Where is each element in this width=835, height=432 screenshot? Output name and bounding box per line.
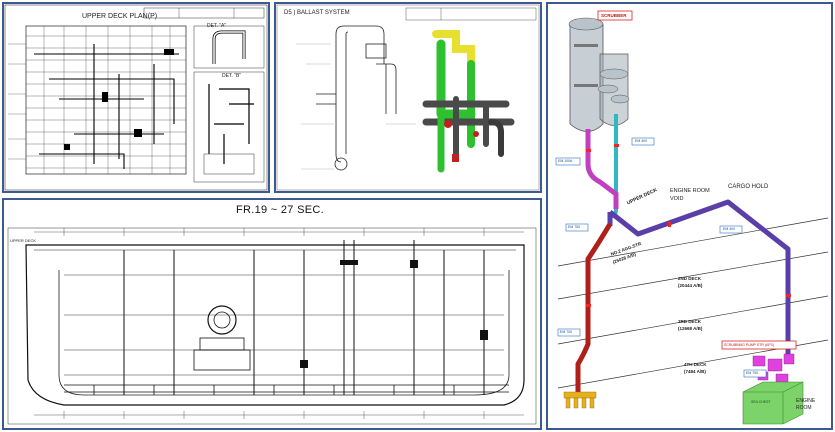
- third-deck-label: 3RD DECK: [678, 319, 702, 324]
- upper-deck-plan-drawing: [4, 4, 268, 191]
- red-pipe: [575, 222, 613, 392]
- scrubbing-pump-label: SCRUBBING PUMP STR (AFS): [724, 343, 774, 347]
- pipe-tag: EM 100A: [558, 159, 573, 163]
- scrubber-routing-drawing: [555, 10, 829, 425]
- upper-deck-plan-panel: UPPER DECK PLAN(P) DET. "A" DET. "B": [2, 2, 270, 193]
- scrubber-label: SCRUBBER: [601, 13, 627, 18]
- pipe-tag: EM 400: [635, 139, 648, 143]
- upper-deck-plan-title: UPPER DECK PLAN(P): [82, 13, 158, 20]
- engine-room-void-label: ENGINE ROOM VOID: [670, 188, 710, 202]
- ballast-system-title: D5 ) BALLAST SYSTEM: [284, 10, 350, 16]
- frame-section-drawing: [7, 227, 537, 425]
- frame-section-title: FR.19 ~ 27 SEC.: [236, 204, 324, 216]
- scrubber-tank: [568, 17, 630, 132]
- section-deck-label: UPPER DECK: [10, 238, 37, 243]
- fourth-deck-elevation: (7484 A/B): [684, 369, 706, 374]
- magenta-pipe: [585, 129, 619, 209]
- scrubber-routing-panel: SCRUBBER CARGO HOLD ENGINE ROOM VOID UPP…: [546, 2, 833, 430]
- pipe-tag: EM 400: [723, 227, 736, 231]
- sea-chest-box: [742, 381, 804, 425]
- third-deck-elevation: (12668 A/B): [678, 326, 703, 331]
- purple-pipe: [608, 199, 791, 359]
- engine-room-label: ENGINE ROOM: [796, 398, 816, 411]
- upper-deck-plane: [557, 217, 829, 267]
- ballast-system-panel: D5 ) BALLAST SYSTEM: [274, 2, 542, 193]
- frame-section-panel: FR.19 ~ 27 SEC. UPPER DECK: [2, 198, 542, 430]
- second-deck-label: 2ND DECK: [678, 276, 702, 281]
- second-deck-elevation: (20444 A/B): [678, 283, 703, 288]
- detail-a-label: DET. "A": [207, 23, 227, 29]
- cargo-hold-label: CARGO HOLD: [728, 184, 769, 190]
- sea-chest-label: SEA CHEST: [751, 400, 771, 404]
- pipe-tag: EM 750: [568, 225, 581, 229]
- pipe-tag: EM 750: [746, 371, 759, 375]
- ballast-system-drawing: [276, 4, 540, 191]
- detail-b-label: DET. "B": [222, 73, 242, 79]
- fourth-deck-label: 4TH DECK: [684, 362, 707, 367]
- pipe-tag: EM 700: [560, 330, 573, 334]
